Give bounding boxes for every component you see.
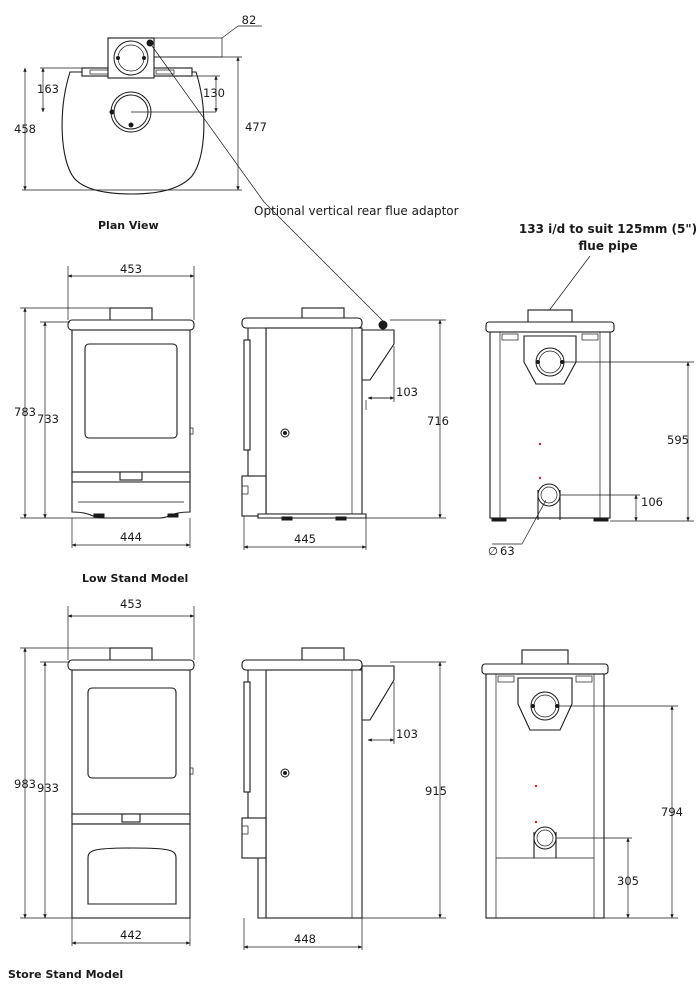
plan-dim-130: 130 bbox=[203, 86, 225, 100]
plan-caption: Plan View bbox=[98, 219, 159, 232]
low-side-dim-103: 103 bbox=[396, 385, 418, 399]
low-front-dim-733: 733 bbox=[37, 412, 59, 426]
low-side-dim-716: 716 bbox=[427, 414, 449, 428]
low-side-dim-445: 445 bbox=[294, 532, 316, 546]
low-rear-dim-63: 63 bbox=[500, 544, 515, 558]
store-side-dim-103: 103 bbox=[396, 727, 418, 741]
low-stand-rear: 595 106 ∅ 63 bbox=[485, 309, 694, 558]
store-rear-dim-794: 794 bbox=[661, 805, 683, 819]
low-rear-dim-diameter-symbol: ∅ bbox=[488, 544, 498, 558]
flue-note: 133 i/d to suit 125mm (5") flue pipe bbox=[519, 222, 697, 313]
low-front-dim-444: 444 bbox=[120, 530, 142, 544]
flue-note-line2: flue pipe bbox=[578, 239, 637, 253]
store-stand-rear: 794 305 bbox=[481, 649, 683, 919]
flue-note-line1: 133 i/d to suit 125mm (5") bbox=[519, 222, 697, 236]
low-rear-dim-595: 595 bbox=[667, 433, 689, 447]
plan-dim-163: 163 bbox=[37, 82, 59, 96]
store-rear-dim-305: 305 bbox=[617, 874, 639, 888]
plan-dim-82: 82 bbox=[242, 13, 257, 27]
low-stand-front: 453 783 733 444 Low Stand Model bbox=[14, 262, 195, 585]
plan-dim-458: 458 bbox=[14, 122, 36, 136]
store-front-dim-933: 933 bbox=[37, 781, 59, 795]
low-stand-side: 103 716 445 bbox=[241, 307, 449, 550]
store-stand-caption: Store Stand Model bbox=[8, 968, 123, 981]
store-front-dim-453: 453 bbox=[120, 597, 142, 611]
store-stand-front: 453 983 933 442 Store Stand Model bbox=[8, 597, 195, 981]
store-front-dim-442: 442 bbox=[120, 928, 142, 942]
plan-view: 82 163 458 130 477 Optional vertical rea… bbox=[14, 13, 459, 323]
plan-callout: Optional vertical rear flue adaptor bbox=[254, 204, 459, 218]
store-stand-side: 103 915 448 bbox=[241, 647, 447, 950]
store-side-dim-448: 448 bbox=[294, 932, 316, 946]
low-stand-caption: Low Stand Model bbox=[82, 572, 188, 585]
low-front-dim-783: 783 bbox=[14, 405, 36, 419]
store-front-dim-983: 983 bbox=[14, 777, 36, 791]
store-side-dim-915: 915 bbox=[425, 784, 447, 798]
plan-dim-477: 477 bbox=[245, 120, 267, 134]
low-front-dim-453: 453 bbox=[120, 262, 142, 276]
low-rear-dim-106: 106 bbox=[641, 495, 663, 509]
